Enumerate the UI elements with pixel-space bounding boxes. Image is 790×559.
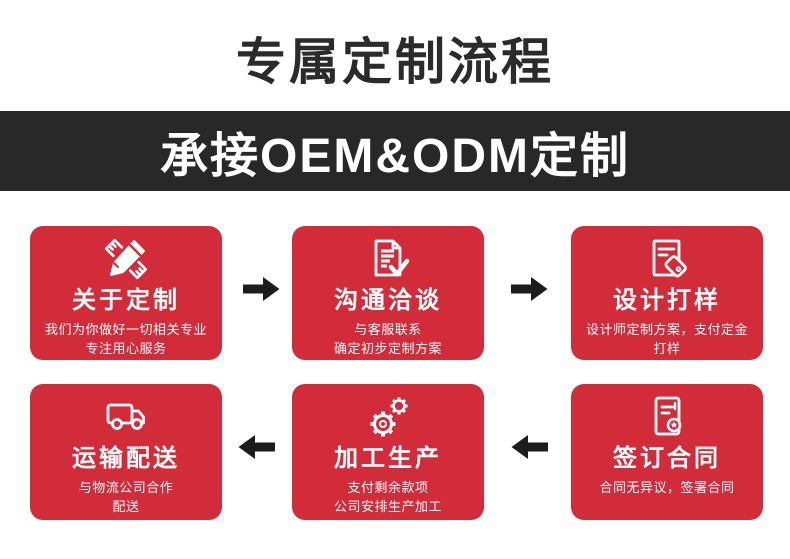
arrow-right-icon [511,276,548,302]
card-about-customization: 关于定制 我们为你做好一切相关专业 专注用心服务 [30,226,222,360]
truck-icon [30,392,222,442]
card-design-sampling: 设计打样 设计师定制方案，支付定金 打样 [571,226,763,360]
banner: 承接OEM&ODM定制 [0,111,790,191]
arrow-left-icon [238,434,275,460]
card-sign-contract: 签订合同 合同无异议，签署合同 [571,384,763,520]
banner-text: 承接OEM&ODM定制 [160,130,630,183]
card-title: 加工生产 [334,445,442,472]
page-title: 专属定制流程 [236,34,554,90]
arrow-left-icon [511,434,548,460]
card-description: 与物流公司合作 配送 [78,479,174,514]
document-check-icon [292,234,484,284]
card-shipping: 运输配送 与物流公司合作 配送 [30,384,222,520]
card-title: 签订合同 [613,445,721,472]
card-communication: 沟通洽谈 与客服联系 确定初步定制方案 [292,226,484,360]
card-description: 与客服联系 确定初步定制方案 [333,321,442,356]
arrow-right-icon [243,276,280,302]
card-title: 关于定制 [72,287,180,314]
contract-seal-icon [571,392,763,442]
document-tag-icon [571,234,763,284]
card-description: 支付剩余款项 公司安排生产加工 [333,479,442,514]
card-description: 我们为你做好一切相关专业 专注用心服务 [44,321,207,356]
card-title: 运输配送 [72,445,180,472]
card-title: 设计打样 [613,287,721,314]
pencil-design-icon [30,234,222,284]
card-production: 加工生产 支付剩余款项 公司安排生产加工 [292,384,484,520]
card-description: 合同无异议，签署合同 [599,479,735,495]
gears-icon [292,392,484,442]
card-description: 设计师定制方案，支付定金 打样 [585,321,748,356]
card-title: 沟通洽谈 [334,287,442,314]
